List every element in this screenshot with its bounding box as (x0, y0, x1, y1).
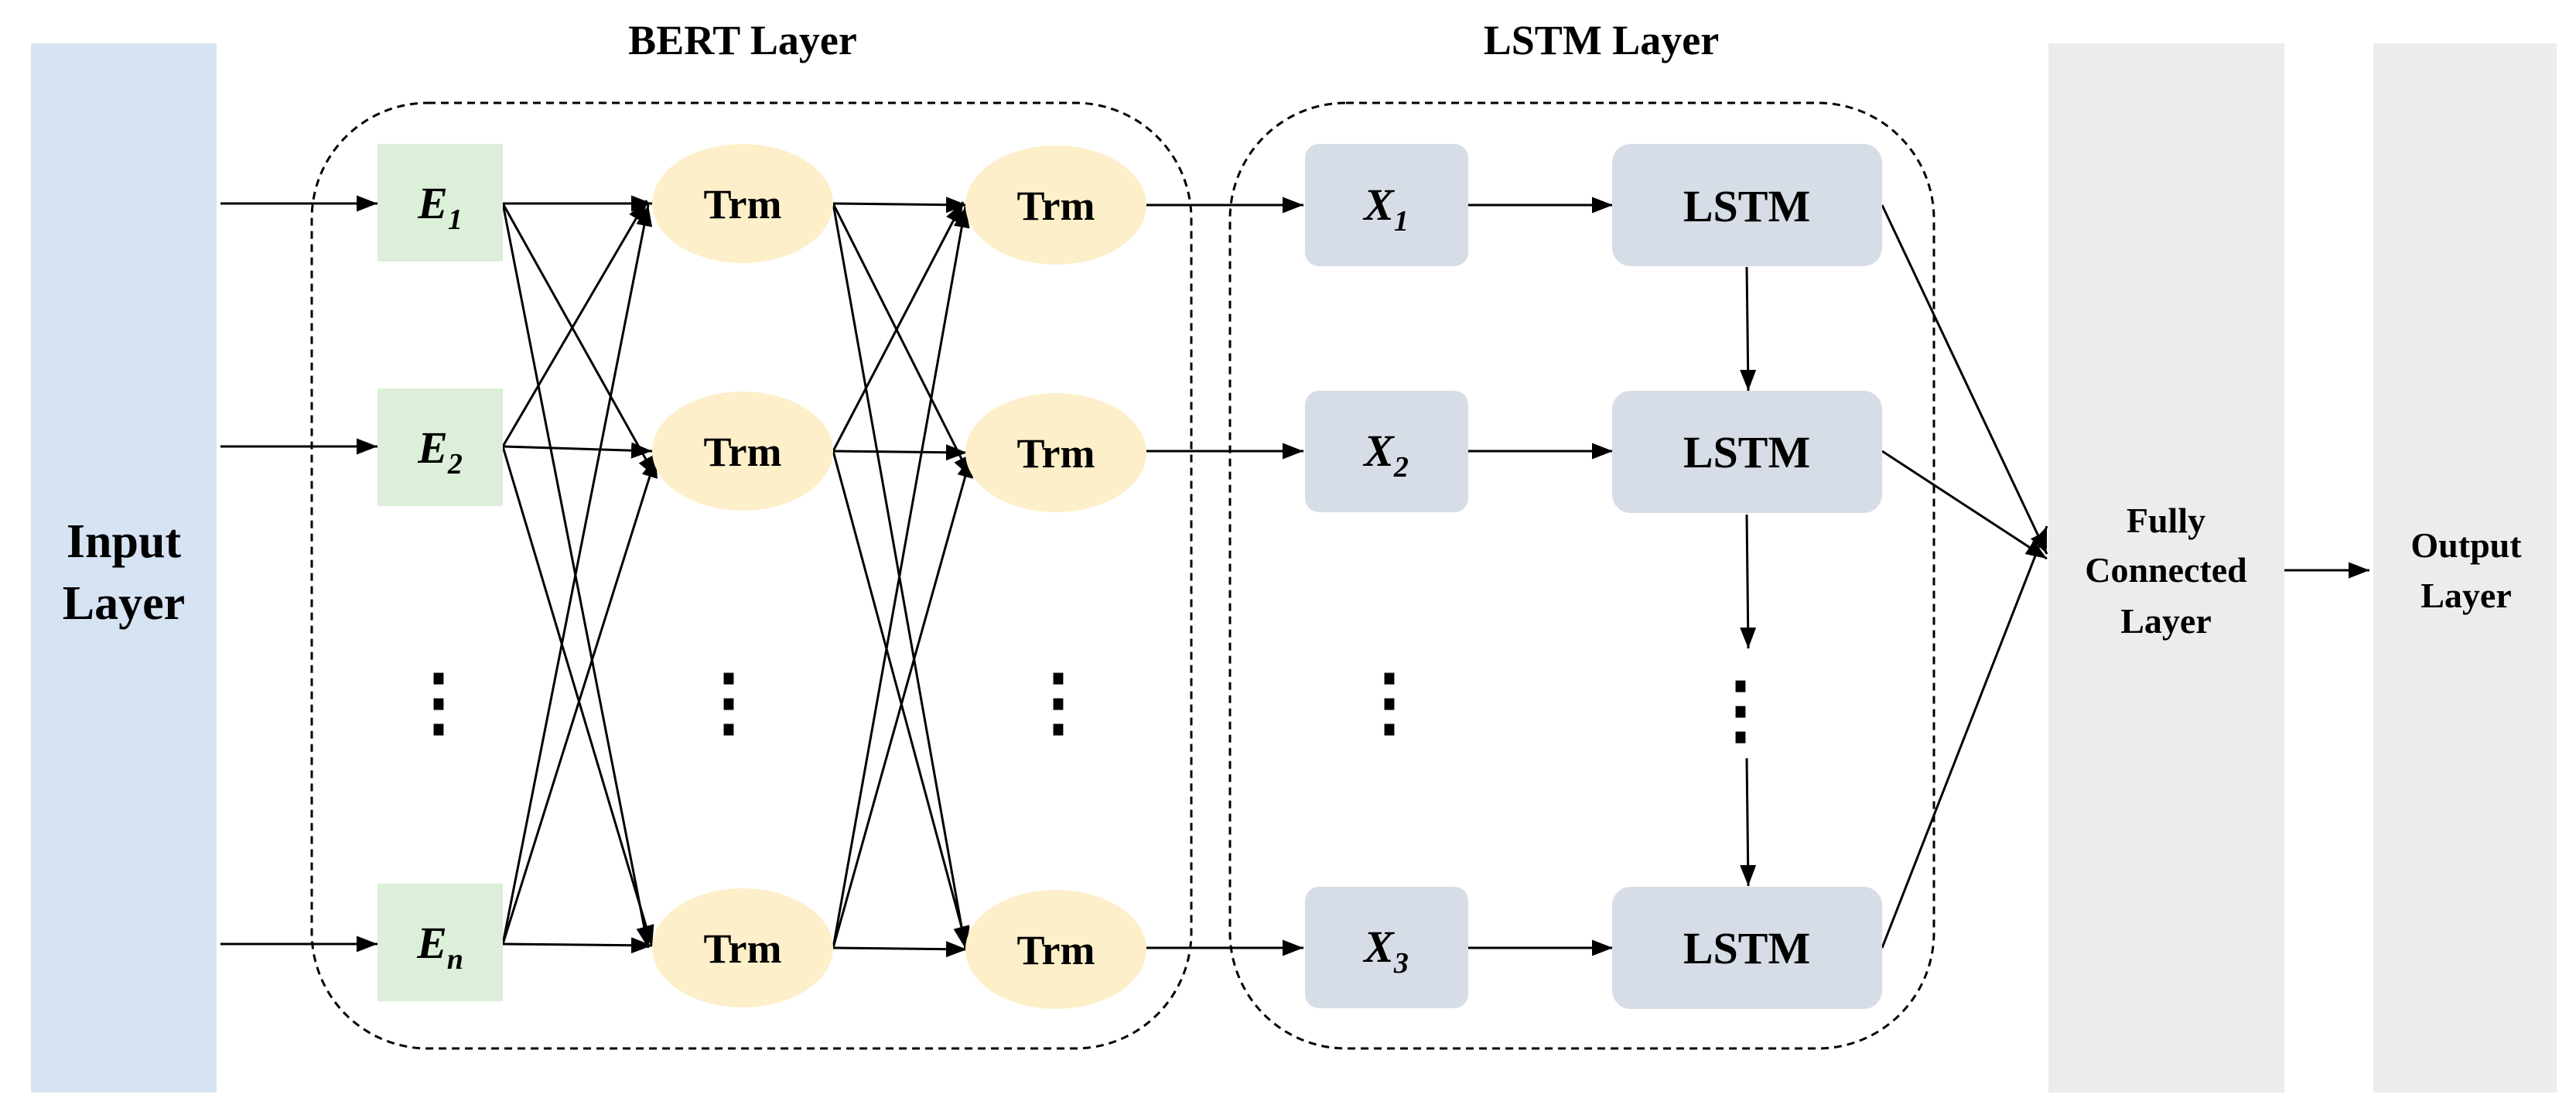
output-layer-bar (2373, 43, 2557, 1093)
trm-node-col2-row3: Trm (965, 890, 1146, 1009)
bert-layer-title: BERT Layer (628, 17, 857, 63)
lstm-input-node-2-subscript: 2 (1393, 451, 1409, 484)
lstm-cell-3: LSTM (1612, 887, 1882, 1009)
fully-connected-label-line2: Connected (2085, 550, 2247, 590)
lstm-cell-ellipsis: ⋮ (1703, 669, 1778, 751)
embedding-node-1: E1 (378, 144, 503, 262)
svg-text:Trm: Trm (704, 181, 782, 227)
svg-text:En: En (416, 918, 463, 976)
embedding-node-2-subscript: 2 (447, 448, 463, 481)
trm-node-col2-row1: Trm (965, 145, 1146, 265)
trm-col1-ellipsis: ⋮ (692, 661, 766, 744)
svg-text:Trm: Trm (704, 925, 782, 972)
lstm-input-node-3-subscript: 3 (1393, 947, 1409, 980)
input-layer-label-line2: Layer (63, 577, 185, 630)
svg-text:X3: X3 (1362, 922, 1409, 980)
lstm-input-node-1-base: X (1362, 180, 1395, 230)
embedding-node-1-base: E (417, 178, 448, 228)
lstm-cell-2: LSTM (1612, 391, 1882, 513)
bert-layer-boundary (310, 101, 1193, 1050)
trm-node-col1-row1: Trm (652, 144, 833, 263)
fully-connected-layer-bar (2048, 43, 2284, 1093)
lstm-input-node-1-subscript: 1 (1394, 205, 1409, 238)
lstm-input-node-3-base: X (1362, 922, 1395, 972)
input-layer-bar (31, 43, 217, 1093)
svg-text:X2: X2 (1362, 426, 1409, 484)
embedding-node-n: En (378, 884, 503, 1001)
lstm-input-ellipsis: ⋮ (1352, 661, 1426, 744)
svg-text:X1: X1 (1362, 180, 1409, 238)
lstm-input-node-1: X1 (1305, 144, 1468, 266)
trm-node-col1-row3: Trm (652, 888, 833, 1007)
svg-text:Trm: Trm (1017, 183, 1095, 229)
output-layer-label-line2: Layer (2421, 576, 2512, 615)
embedding-node-2-base: E (417, 422, 448, 473)
lstm-layer-title: LSTM Layer (1484, 17, 1720, 63)
lstm-input-node-2-base: X (1362, 426, 1395, 476)
svg-text:Trm: Trm (1017, 927, 1095, 973)
trm-node-col2-row2: Trm (965, 393, 1146, 512)
fully-connected-label-line1: Fully (2127, 501, 2205, 540)
embedding-node-2: E2 (378, 388, 503, 506)
svg-text:E2: E2 (417, 422, 463, 481)
connection-lines (220, 195, 2369, 958)
fully-connected-label-line3: Layer (2120, 601, 2212, 641)
svg-text:LSTM: LSTM (1683, 427, 1810, 477)
lstm-input-node-2: X2 (1305, 391, 1468, 512)
output-layer-label-line1: Output (2410, 525, 2522, 565)
embedding-node-1-subscript: 1 (448, 204, 463, 236)
svg-text:LSTM: LSTM (1683, 181, 1810, 231)
svg-text:Trm: Trm (1017, 430, 1095, 477)
svg-text:Trm: Trm (704, 429, 782, 475)
svg-text:LSTM: LSTM (1683, 923, 1810, 973)
trm-node-col1-row2: Trm (652, 392, 833, 511)
input-layer-label-line1: Input (67, 515, 182, 568)
lstm-cell-1: LSTM (1612, 144, 1882, 266)
trm-col2-ellipsis: ⋮ (1021, 661, 1095, 744)
embedding-node-n-base: E (416, 918, 447, 968)
lstm-input-node-3: X3 (1305, 887, 1468, 1008)
embedding-node-n-subscript: n (447, 943, 463, 976)
svg-text:E1: E1 (417, 178, 463, 236)
embedding-ellipsis: ⋮ (401, 661, 476, 744)
